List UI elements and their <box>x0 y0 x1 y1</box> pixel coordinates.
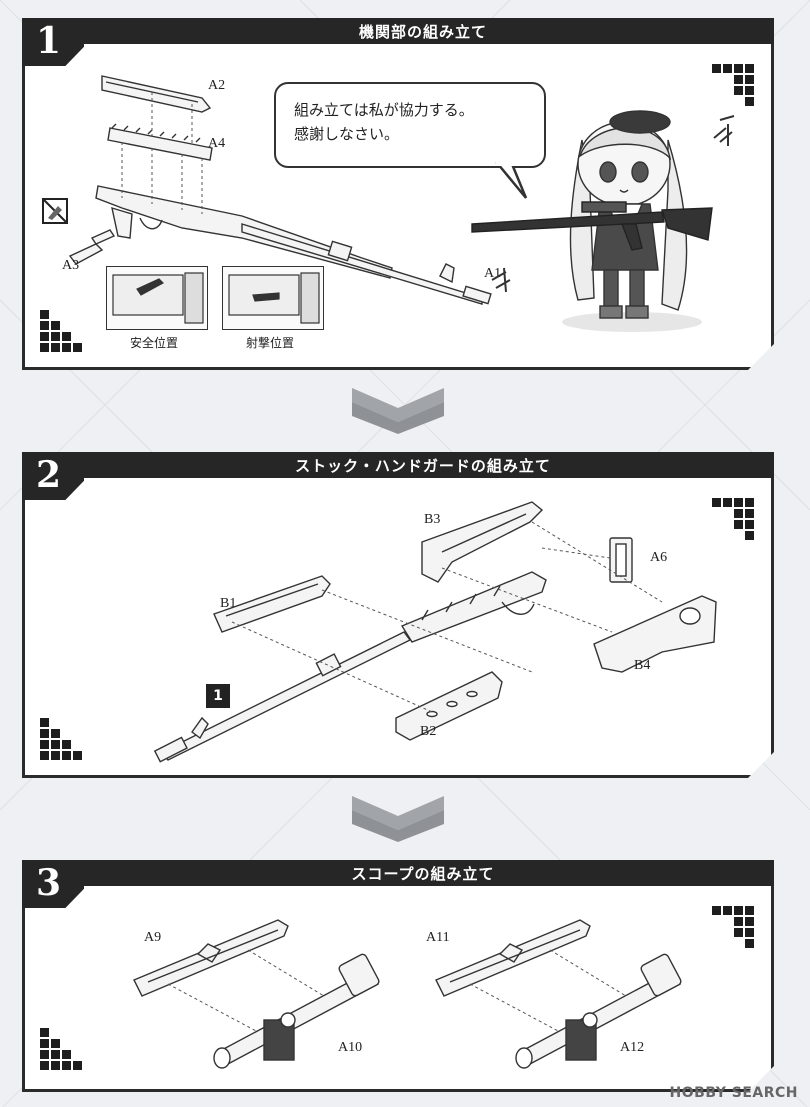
speech-line-2: 感謝しなさい。 <box>294 125 400 143</box>
caption-safe-position: 安全位置 <box>130 336 179 350</box>
character-illustration <box>471 110 735 332</box>
section-header: ストック・ハンドガードの組み立て <box>22 452 774 478</box>
part-label-a12: A12 <box>620 1040 645 1055</box>
part-label-a4: A4 <box>208 136 226 151</box>
section-header: 機関部の組み立て <box>22 18 774 44</box>
receiver-diagram <box>68 75 492 305</box>
speech-bubble-tail <box>495 161 528 199</box>
chevron-down-icon <box>352 796 444 842</box>
no-cut-icon <box>42 198 68 224</box>
detail-fire-position <box>222 266 324 330</box>
scope-diagram-left <box>133 919 380 1069</box>
part-label-a3: A3 <box>62 258 80 273</box>
part-label-b4: B4 <box>634 658 651 673</box>
part-label-b3: B3 <box>424 512 441 527</box>
step-number-tab: 2 <box>22 452 84 500</box>
watermark: HOBBY SEARCH <box>669 1085 798 1101</box>
section-title: スコープの組み立て <box>351 865 495 883</box>
part-label-a9: A9 <box>144 930 162 945</box>
speech-line-1: 組み立ては私が協力する。 <box>294 101 474 119</box>
safety-lever-diagram <box>112 272 204 324</box>
stock-handguard-diagram <box>153 501 717 763</box>
caption-fire-position: 射撃位置 <box>246 336 295 350</box>
section-scope-assembly: スコープの組み立て 3 <box>22 860 774 1092</box>
section-stock-handguard-assembly: ストック・ハンドガードの組み立て 2 <box>22 452 774 778</box>
part-label-a11: A11 <box>426 930 450 945</box>
section-title: 機関部の組み立て <box>358 23 487 41</box>
step-number: 3 <box>36 862 62 904</box>
safety-lever-diagram <box>228 272 320 324</box>
part-label-b2: B2 <box>420 724 437 739</box>
section-title: ストック・ハンドガードの組み立て <box>295 457 551 475</box>
speech-bubble: 組み立ては私が協力する。 感謝しなさい。 <box>274 82 546 168</box>
section-receiver-assembly: 機関部の組み立て 1 <box>22 18 774 370</box>
scope-diagram-right <box>435 919 682 1069</box>
step-number: 2 <box>36 454 62 496</box>
step-reference-badge: 1 <box>206 684 230 708</box>
part-label-a10: A10 <box>338 1040 363 1055</box>
step-number: 1 <box>36 20 62 62</box>
chevron-down-icon <box>352 388 444 434</box>
section-header: スコープの組み立て <box>22 860 774 886</box>
detail-safe-position <box>106 266 208 330</box>
part-label-b1: B1 <box>220 596 237 611</box>
part-label-a6: A6 <box>650 550 668 565</box>
part-label-a2: A2 <box>208 78 226 93</box>
